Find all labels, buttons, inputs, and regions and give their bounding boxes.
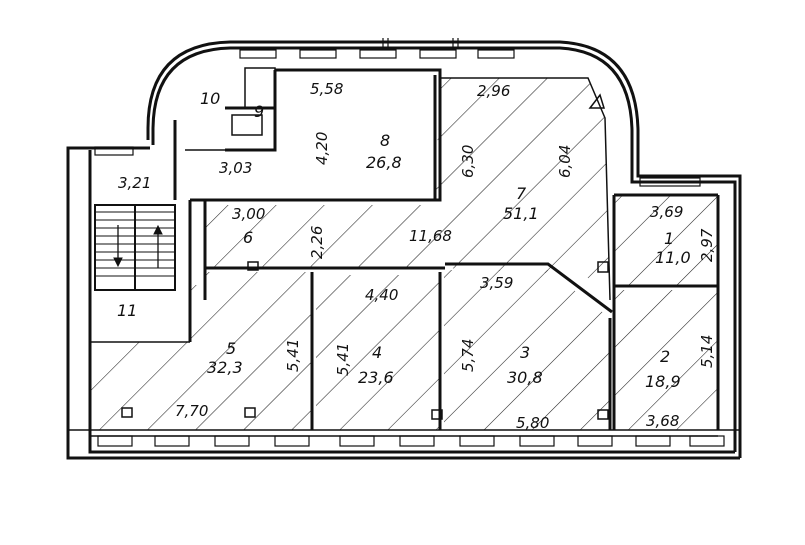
room-3-area (444, 270, 610, 430)
column-markers (121, 93, 609, 420)
dim-5-58: 5,58 (310, 80, 343, 98)
dim-5-41-room4: 5,41 (334, 343, 352, 376)
room-10-number: 10 (200, 89, 220, 108)
room-7-area: 51,1 (503, 204, 539, 223)
room-1-number: 1 (664, 229, 674, 248)
room-2-number: 2 (660, 347, 670, 366)
room-8-area: 26,8 (366, 153, 402, 172)
dimension-labels: 5,58 4,20 2,96 6,30 6,04 3,03 3,21 3,00 … (118, 80, 716, 432)
dim-3-03: 3,03 (219, 159, 252, 177)
dim-3-69: 3,69 (650, 203, 683, 221)
room-1-area (614, 195, 718, 286)
staircase (94, 204, 176, 291)
room-2-area (614, 290, 718, 430)
room-11-number: 11 (117, 301, 137, 320)
dim-11-68: 11,68 (409, 227, 452, 245)
dim-4-20: 4,20 (313, 132, 331, 165)
dim-2-26: 2,26 (308, 226, 326, 259)
room-3-number: 3 (520, 343, 530, 362)
hatched-areas (90, 78, 718, 430)
room-5-number: 5 (226, 339, 236, 358)
dim-6-04: 6,04 (556, 145, 574, 178)
dim-5-14: 5,14 (698, 335, 716, 368)
dim-5-41-room5: 5,41 (284, 339, 302, 372)
room-3-area: 30,8 (507, 368, 543, 387)
dim-2-96: 2,96 (477, 82, 510, 100)
room-1-area: 11,0 (655, 248, 691, 267)
room-4-area: 23,6 (358, 368, 394, 387)
room-4-area (316, 275, 440, 430)
dim-7-70: 7,70 (175, 402, 208, 420)
room-9-number: 9 (254, 102, 264, 121)
dim-5-80: 5,80 (516, 414, 549, 432)
room-7-area (285, 78, 610, 300)
dim-3-00: 3,00 (232, 205, 265, 223)
interior-walls (90, 67, 720, 430)
dim-3-68: 3,68 (646, 412, 679, 430)
room-5-area (90, 272, 312, 430)
room-8-number: 8 (380, 131, 390, 150)
room-labels: 10 9 8 26,8 7 51,1 6 1 11,0 11 5 32,3 4 … (117, 89, 691, 391)
dim-3-59: 3,59 (480, 274, 513, 292)
room-5-area: 32,3 (207, 358, 243, 377)
dim-3-21: 3,21 (118, 174, 151, 192)
dim-4-40: 4,40 (365, 286, 398, 304)
room-6-area (205, 205, 285, 268)
room-7-number: 7 (516, 184, 527, 203)
room-2-area: 18,9 (645, 372, 681, 391)
dim-6-30: 6,30 (459, 145, 477, 178)
room-4-number: 4 (372, 343, 382, 362)
dim-2-97: 2,97 (698, 228, 716, 262)
dim-5-74: 5,74 (459, 339, 477, 372)
window-markers (94, 38, 725, 447)
room-6-number: 6 (243, 228, 253, 247)
